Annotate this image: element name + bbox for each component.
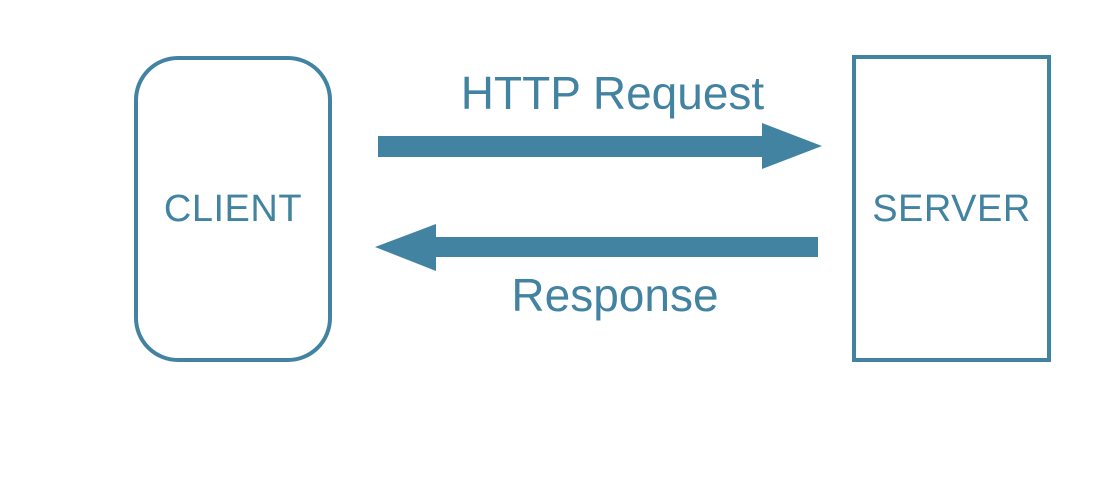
client-node: CLIENT — [134, 56, 332, 362]
client-label: CLIENT — [163, 188, 303, 230]
server-node: SERVER — [852, 55, 1051, 362]
response-arrow — [375, 224, 818, 271]
request-arrow-label: HTTP Request — [460, 67, 765, 119]
server-label: SERVER — [872, 187, 1031, 230]
request-arrow — [378, 123, 822, 169]
response-arrow-label: Response — [511, 269, 719, 321]
